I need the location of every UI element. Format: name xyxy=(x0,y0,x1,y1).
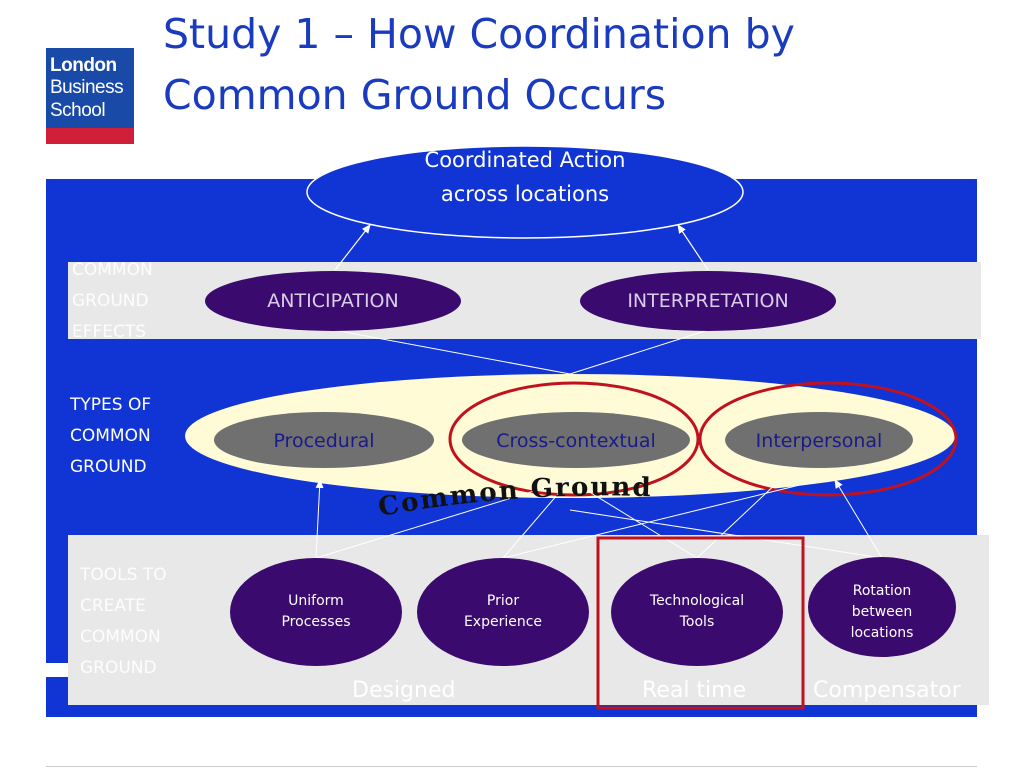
slide-title-line2: Common Ground Occurs xyxy=(163,71,667,119)
rotation-line3: locations xyxy=(850,624,914,641)
technological-tools-line2: Tools xyxy=(679,614,715,630)
rotation-line1: Rotation xyxy=(852,582,912,599)
rotation-oval xyxy=(808,557,956,657)
rotation-line2: between xyxy=(851,603,913,620)
tools-label-line4: GROUND xyxy=(80,658,157,678)
line-rotation-up xyxy=(834,479,883,559)
line-uniform-up xyxy=(315,479,324,559)
types-label-line3: GROUND xyxy=(70,457,147,477)
uniform-processes-label: Uniform Processes xyxy=(250,590,382,634)
highlight-technological-tools xyxy=(596,536,805,710)
category-designed: Designed xyxy=(352,678,456,703)
arrow-interpretation-up xyxy=(677,224,709,271)
effects-label-line2: GROUND xyxy=(72,291,149,311)
cross-contextual-oval xyxy=(462,412,690,468)
types-label-line2: COMMON xyxy=(70,426,151,446)
line-tech-interp xyxy=(696,479,781,559)
technological-tools-oval xyxy=(611,558,783,666)
rotation-label: Rotation between locations xyxy=(820,580,944,644)
effects-label-line3: EFFECTS xyxy=(72,322,147,342)
highlight-cross-contextual xyxy=(448,381,700,497)
logo-text-line2: Business xyxy=(50,77,124,98)
line-prior-cross xyxy=(502,479,571,559)
line-interpretation-down xyxy=(569,329,709,375)
interpersonal-label: Interpersonal xyxy=(755,430,883,452)
interpretation-label: INTERPRETATION xyxy=(627,290,789,312)
slide-title-line1: Study 1 – How Coordination by xyxy=(163,10,795,58)
tools-label-line1: TOOLS TO xyxy=(80,565,167,585)
procedural-oval xyxy=(214,412,434,468)
uniform-processes-oval xyxy=(230,558,402,666)
interpretation-oval xyxy=(580,271,836,331)
interpersonal-oval xyxy=(725,412,913,468)
footer-divider xyxy=(46,766,977,767)
logo-text-line1: London xyxy=(50,55,117,76)
line-uniform-cross xyxy=(315,479,571,559)
tools-label-line3: COMMON xyxy=(80,627,161,647)
line-rotation-cross xyxy=(569,509,883,559)
procedural-label: Procedural xyxy=(273,430,375,452)
technological-tools-label: Technological Tools xyxy=(627,590,767,634)
panel-notch xyxy=(46,663,68,677)
logo-text-line3: School xyxy=(50,100,106,121)
prior-experience-line2: Experience xyxy=(463,614,543,630)
line-anticipation-down xyxy=(333,329,571,375)
cross-contextual-label: Cross-contextual xyxy=(496,430,656,452)
line-prior-interp xyxy=(502,479,821,559)
arrow-anticipation-up xyxy=(334,224,371,271)
tools-label-line2: CREATE xyxy=(80,596,146,616)
prior-experience-oval xyxy=(417,558,589,666)
effects-section-label: COMMON GROUND EFFECTS xyxy=(72,255,153,348)
prior-experience-label: Prior Experience xyxy=(437,590,569,634)
technological-tools-line1: Technological xyxy=(649,593,745,609)
tools-section-label: TOOLS TO CREATE COMMON GROUND xyxy=(80,560,167,684)
prior-experience-line1: Prior xyxy=(486,593,520,609)
highlight-interpersonal xyxy=(698,381,958,497)
line-tech-cross xyxy=(569,479,698,559)
effects-label-line1: COMMON xyxy=(72,260,153,280)
top-oval-text: Coordinated Action across locations xyxy=(330,148,720,224)
lbs-logo-stripe xyxy=(46,128,134,144)
uniform-processes-line1: Uniform xyxy=(288,593,344,609)
uniform-processes-line2: Processes xyxy=(281,614,351,630)
anticipation-label: ANTICIPATION xyxy=(267,290,399,312)
top-oval xyxy=(306,145,744,239)
types-section-label: TYPES OF COMMON GROUND xyxy=(70,390,151,483)
category-compensator: Compensator xyxy=(813,678,961,703)
anticipation-oval xyxy=(205,271,461,331)
top-oval-line1: Coordinated Action xyxy=(424,148,626,172)
category-real-time: Real time xyxy=(642,678,747,703)
top-oval-line2: across locations xyxy=(440,182,610,206)
types-label-line1: TYPES OF xyxy=(70,395,152,415)
